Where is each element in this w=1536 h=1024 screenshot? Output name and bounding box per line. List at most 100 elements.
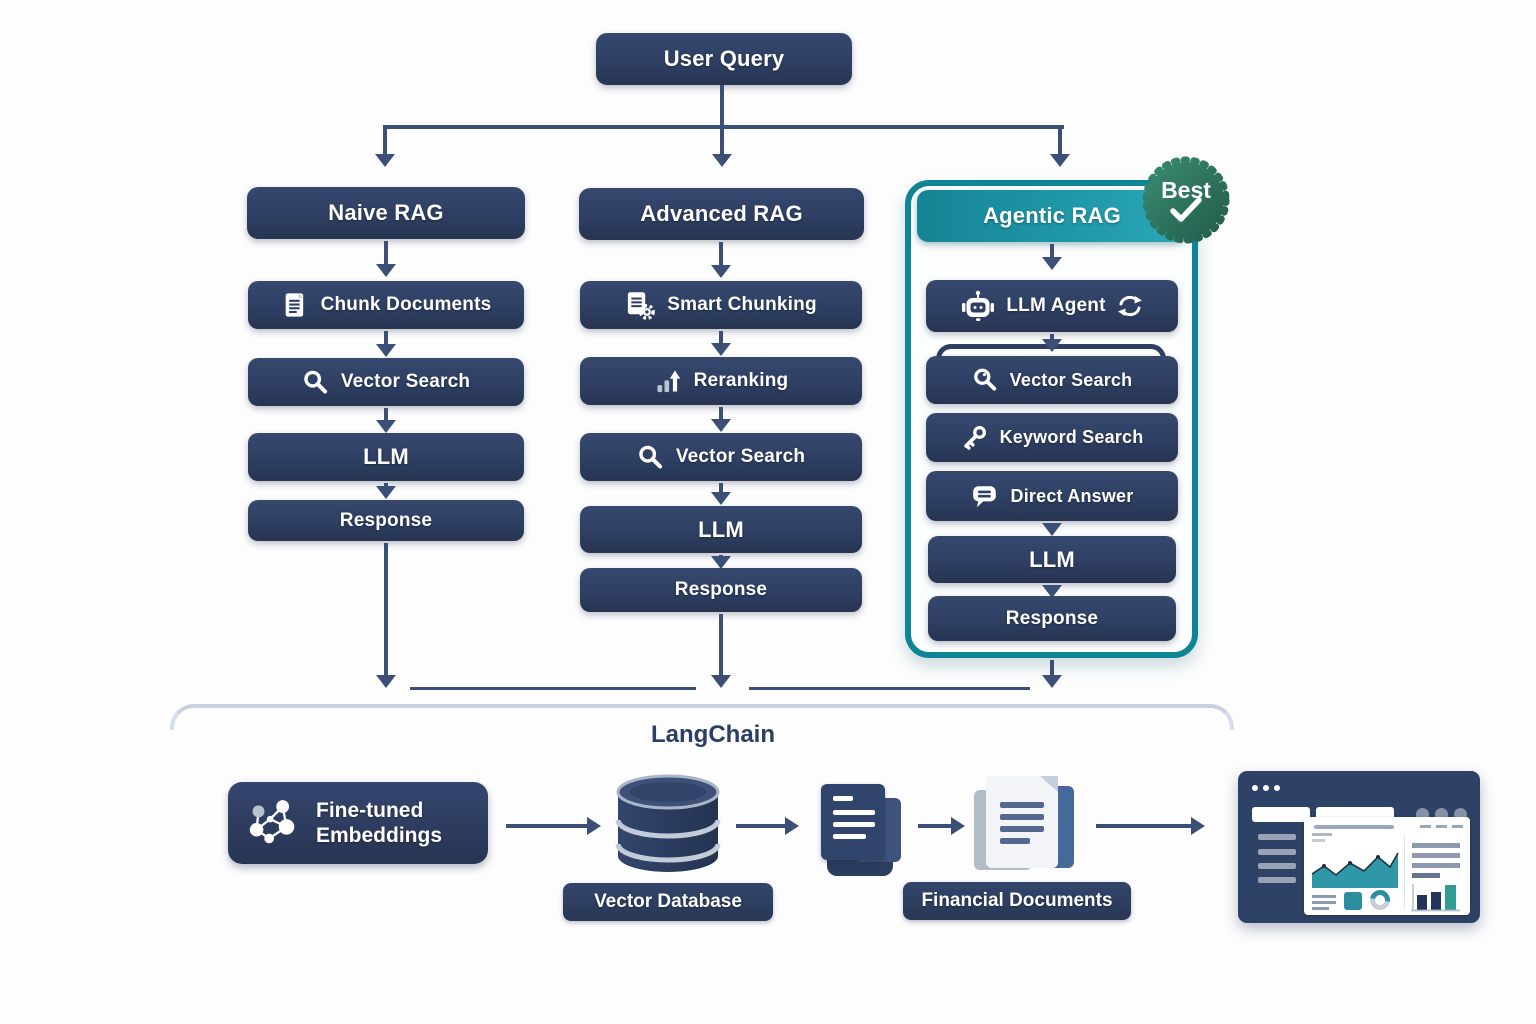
step-label: Direct Answer <box>1010 485 1134 506</box>
search-icon <box>973 368 996 391</box>
speech-bubble-icon <box>972 486 996 508</box>
arrow <box>384 483 388 487</box>
database-icon <box>615 774 721 872</box>
financial-documents-label: Financial Documents <box>903 882 1131 920</box>
connector-user-query <box>720 85 724 127</box>
sidebar-bar <box>1258 863 1296 869</box>
vector-database-label: Vector Database <box>563 883 773 921</box>
vector-database-text: Vector Database <box>594 891 742 912</box>
arrow-to-advanced <box>720 127 724 155</box>
ranking-bars-icon <box>657 370 680 393</box>
naive-step-llm: LLM <box>248 433 524 481</box>
advanced-step-smart-chunking: Smart Chunking <box>580 281 862 329</box>
arrow <box>384 241 388 265</box>
check-icon <box>1170 197 1202 222</box>
sidebar-bar <box>1258 834 1296 840</box>
agentic-rag-title: Agentic RAG <box>983 203 1121 228</box>
best-badge: Best <box>1142 156 1230 244</box>
sidebar-bar <box>1258 849 1296 855</box>
network-icon <box>249 800 295 844</box>
arrow-to-naive <box>383 127 387 155</box>
agentic-step-keyword-search: Keyword Search <box>926 413 1178 462</box>
area-chart <box>1311 852 1399 888</box>
dashboard-panel <box>1304 817 1470 915</box>
arrow <box>719 407 723 420</box>
agentic-step-llm: LLM <box>928 536 1176 583</box>
agentic-step-direct-answer: Direct Answer <box>926 471 1178 521</box>
step-label: Vector Search <box>675 446 806 467</box>
search-icon <box>639 445 662 469</box>
arrow <box>719 331 723 344</box>
advanced-step-llm: LLM <box>580 506 862 553</box>
step-label: LLM <box>1029 546 1075 572</box>
arrow <box>1050 334 1054 340</box>
agentic-step-vector-search: Vector Search <box>926 356 1178 404</box>
agentic-rag-header: Agentic RAG <box>917 190 1187 242</box>
naive-rag-title: Naive RAG <box>328 200 444 225</box>
step-label: Vector Search <box>340 371 471 392</box>
stack-card-front <box>821 784 885 860</box>
arrow-documents-to-dashboard <box>1096 824 1192 828</box>
search-icon <box>304 370 327 394</box>
step-label: Vector Search <box>1009 369 1133 390</box>
advanced-step-reranking: Reranking <box>580 357 862 405</box>
arrow-database-to-chunks <box>736 824 786 828</box>
naive-step-response: Response <box>248 500 524 541</box>
embeddings-label: Fine-tuned Embeddings <box>316 798 442 848</box>
arrow <box>719 242 723 266</box>
connector-collector-left <box>410 687 696 690</box>
step-label: LLM <box>698 516 744 542</box>
embeddings-label-line1: Fine-tuned <box>316 798 424 822</box>
step-label: Response <box>674 579 768 600</box>
arrow-to-agentic <box>1058 127 1062 155</box>
step-label: Chunk Documents <box>320 294 492 315</box>
arrow <box>1050 523 1054 524</box>
dash-tile <box>1344 892 1362 910</box>
doc-page-front <box>986 776 1058 868</box>
document-gear-icon <box>628 292 656 320</box>
agentic-step-llm-agent: LLM Agent <box>926 280 1178 332</box>
naive-rag-header: Naive RAG <box>247 187 525 239</box>
step-label: Keyword Search <box>999 427 1144 447</box>
bar-chart <box>1411 884 1460 912</box>
financial-documents-icon <box>966 770 1088 878</box>
arrow <box>1050 244 1054 258</box>
toolbar-bar <box>1252 807 1310 822</box>
robot-icon <box>962 290 995 321</box>
document-stack-icon <box>815 780 909 882</box>
advanced-step-vector-search: Vector Search <box>580 433 862 481</box>
refresh-icon <box>1117 295 1142 317</box>
arrow-naive-to-platform <box>384 543 388 676</box>
step-label: Reranking <box>693 370 789 391</box>
arrow <box>719 483 723 493</box>
embeddings-label-line2: Embeddings <box>316 824 443 847</box>
advanced-step-response: Response <box>580 568 862 612</box>
agentic-step-response: Response <box>928 596 1176 641</box>
arrow-agentic-to-platform <box>1050 660 1054 676</box>
arrow <box>719 555 723 557</box>
arrow-embeddings-to-database <box>506 824 588 828</box>
fine-tuned-embeddings-box: Fine-tuned Embeddings <box>228 782 488 864</box>
arrow-chunks-to-documents <box>918 824 952 828</box>
key-icon <box>963 425 986 450</box>
user-query-box: User Query <box>596 33 852 85</box>
step-label: Response <box>1005 607 1099 629</box>
sidebar-bar <box>1258 877 1296 883</box>
advanced-rag-header: Advanced RAG <box>579 188 864 240</box>
arrow <box>384 408 388 421</box>
financial-documents-text: Financial Documents <box>921 890 1113 911</box>
naive-step-chunk-documents: Chunk Documents <box>248 281 524 329</box>
arrow <box>1050 585 1054 586</box>
advanced-rag-title: Advanced RAG <box>640 201 803 226</box>
step-label: Smart Chunking <box>667 294 817 315</box>
document-icon <box>285 293 303 317</box>
naive-step-vector-search: Vector Search <box>248 358 524 406</box>
user-query-label: User Query <box>663 46 785 71</box>
step-label: LLM <box>363 444 409 469</box>
step-label: LLM Agent <box>1006 295 1106 316</box>
best-badge-label: Best <box>1161 177 1211 203</box>
step-label: Response <box>339 509 433 531</box>
arrow <box>384 331 388 345</box>
donut-chart <box>1366 886 1394 914</box>
